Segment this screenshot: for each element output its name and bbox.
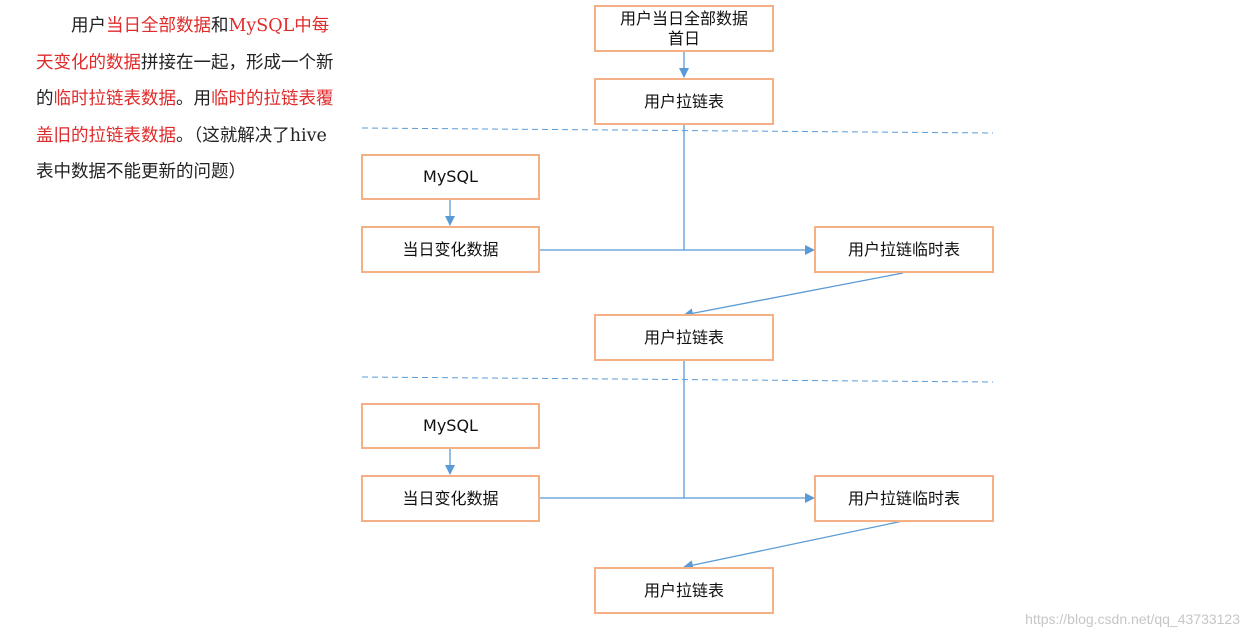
box-first-day-line1: 用户当日全部数据 xyxy=(619,8,748,28)
desc-seg-conclusion: 。（这就解决了hive表中数据不能更新的问题） xyxy=(36,125,327,183)
box-user-zip-table-2: 用户拉链表 xyxy=(594,314,774,361)
desc-seg-user: 用户 xyxy=(71,16,106,36)
box-user-first-day-full-data: 用户当日全部数据 首日 xyxy=(594,5,774,52)
arrow-temp-to-zip-1 xyxy=(683,272,904,319)
box-label: MySQL xyxy=(423,416,478,435)
box-mysql-2: MySQL xyxy=(361,403,540,449)
desc-seg-use: 。用 xyxy=(176,89,211,110)
box-label: 当日变化数据 xyxy=(402,488,499,508)
desc-seg-overwrite: 临时的拉链表覆盖旧的拉链表数据 xyxy=(36,89,334,146)
box-label: 用户拉链表 xyxy=(643,580,724,600)
box-mysql-1: MySQL xyxy=(361,154,540,200)
box-temp-zip-table-1: 用户拉链临时表 xyxy=(814,226,994,273)
desc-seg-daily-full-data: 当日全部数据 xyxy=(106,16,211,36)
box-first-day-line2: 首日 xyxy=(667,28,700,48)
box-label: 用户拉链表 xyxy=(643,91,724,111)
arrow-temp-to-zip-2 xyxy=(683,520,904,571)
box-label: 当日变化数据 xyxy=(402,239,499,259)
description-text: 用户当日全部数据和MySQL中每天变化的数据拼接在一起，形成一个新的临时拉链表数… xyxy=(36,8,336,191)
box-label: 用户拉链表 xyxy=(643,327,724,347)
dashed-separator-2 xyxy=(361,376,994,383)
box-daily-changes-1: 当日变化数据 xyxy=(361,226,540,273)
box-label: 用户拉链临时表 xyxy=(847,488,960,508)
box-user-zip-table-1: 用户拉链表 xyxy=(594,78,774,125)
dashed-separator-1 xyxy=(361,127,994,134)
desc-seg-mysql-changes: MySQL中每天变化的数据 xyxy=(36,16,330,73)
box-label: MySQL xyxy=(423,167,478,186)
box-daily-changes-2: 当日变化数据 xyxy=(361,475,540,522)
desc-seg-and: 和 xyxy=(211,16,229,36)
desc-seg-merge: 拼接在一起，形成一个新的 xyxy=(36,52,334,110)
watermark: https://blog.csdn.net/qq_43733123 xyxy=(1025,611,1240,627)
box-user-zip-table-3: 用户拉链表 xyxy=(594,567,774,614)
desc-seg-temp-zip-data: 临时拉链表数据 xyxy=(53,89,177,110)
box-temp-zip-table-2: 用户拉链临时表 xyxy=(814,475,994,522)
box-label: 用户拉链临时表 xyxy=(847,239,960,259)
